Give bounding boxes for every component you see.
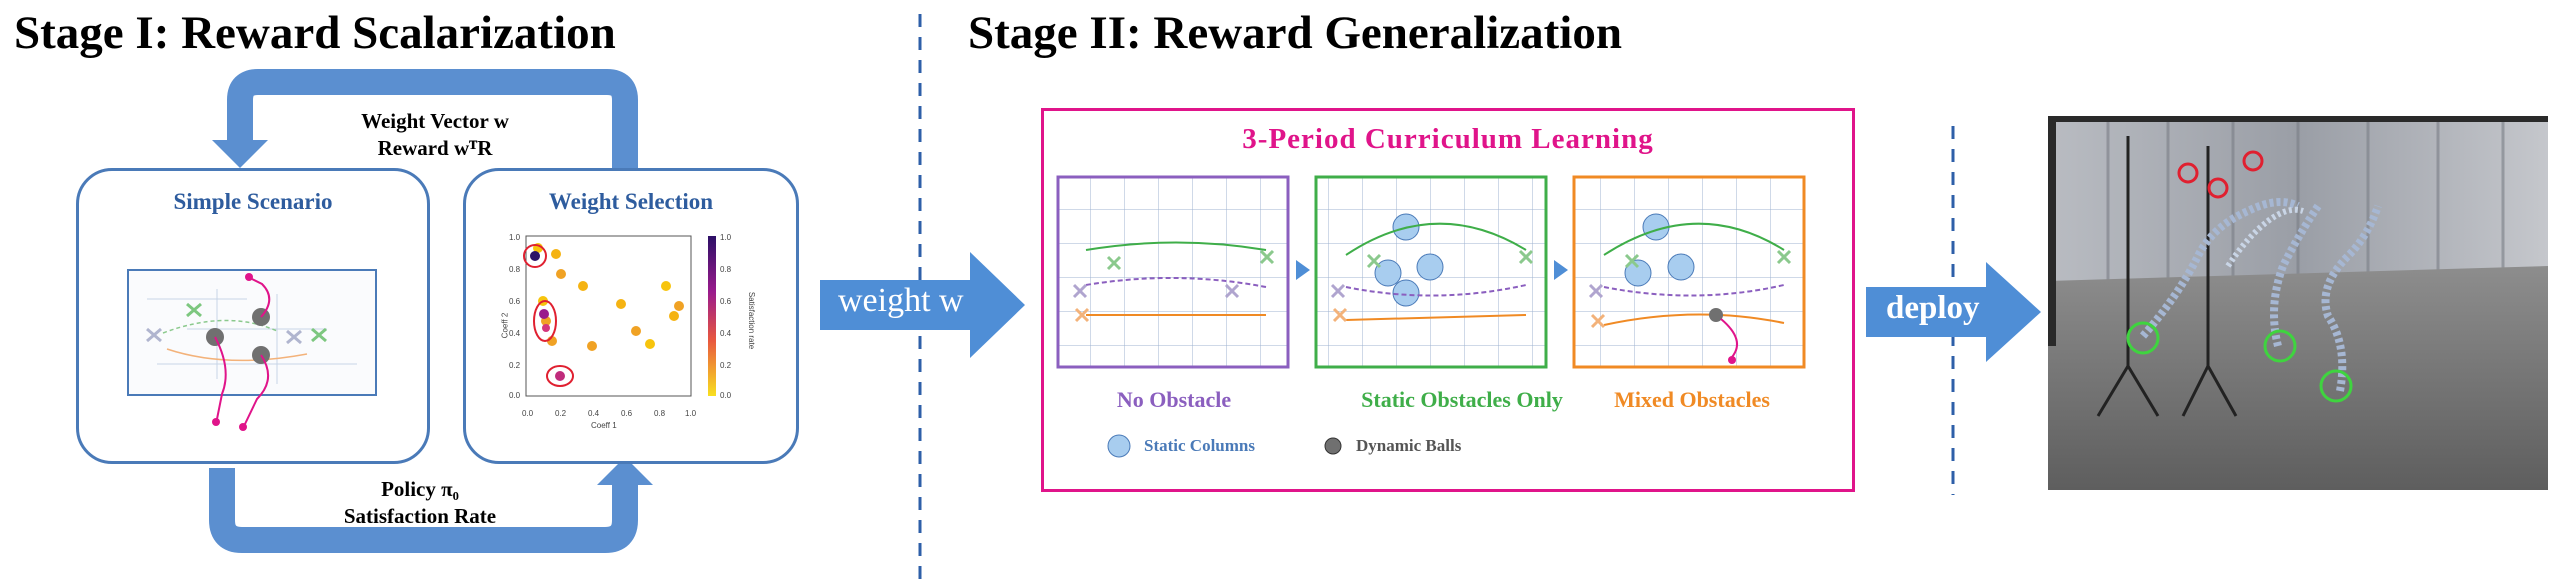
period2-label: Static Obstacles Only: [1361, 387, 1563, 412]
curriculum-title: 3-Period Curriculum Learning: [1242, 123, 1654, 155]
reward-label: Reward wᵀR: [377, 136, 493, 160]
policy-label: Policy π₀: [381, 477, 459, 501]
x-tick-2: 0.4: [588, 409, 600, 418]
y-tick-3: 0.6: [509, 297, 521, 306]
period1-grid: [1056, 175, 1290, 369]
y-tick-1: 0.2: [509, 361, 521, 370]
weight-arrow: [820, 252, 1025, 358]
bottom-loop-label: Policy π₀ Satisfaction Rate: [270, 476, 570, 530]
static-column-icon: [1107, 434, 1131, 458]
x-tick-1: 0.2: [555, 409, 567, 418]
weight-vector-label: Weight Vector w: [361, 109, 509, 133]
scatter-points: [533, 243, 684, 351]
curriculum-box: 3-Period Curriculum Learning: [1041, 108, 1855, 492]
simple-scenario-illustration: [127, 269, 377, 431]
feedback-loop-arrows: [209, 69, 653, 553]
simple-scenario-panel: Simple Scenario: [76, 168, 430, 464]
dynamic-ball-icon: [1324, 437, 1342, 455]
cbar-tick-5: 0.0: [720, 391, 732, 400]
satisfaction-label: Satisfaction Rate: [343, 504, 497, 528]
drone-icon-green: [186, 302, 202, 318]
y-tick-0: 0.0: [509, 391, 521, 400]
deploy-arrow-label: deploy: [1886, 290, 1980, 326]
stage2-title: Stage II: Reward Generalization: [968, 7, 1622, 59]
drone-trails: [2139, 198, 2382, 392]
cbar-tick-3: 0.4: [720, 329, 732, 338]
deploy-arrow: [1866, 262, 2041, 362]
stage1-title: Stage I: Reward Scalarization: [14, 7, 616, 59]
x-tick-4: 0.8: [654, 409, 666, 418]
top-loop-label: Weight Vector w Reward wᵀR: [285, 108, 585, 162]
period3-grid: [1572, 175, 1806, 369]
scatter-ylabel: Coeff 2: [500, 312, 510, 339]
weight-selection-panel: Weight Selection: [463, 168, 799, 464]
x-tick-3: 0.6: [621, 409, 633, 418]
cbar-tick-4: 0.2: [720, 361, 732, 370]
weight-scatter-plot: [523, 235, 716, 397]
simple-scenario-title: Simple Scenario: [173, 189, 333, 214]
cbar-tick-0: 1.0: [720, 233, 732, 242]
period1-label: No Obstacle: [1116, 387, 1232, 412]
weight-arrow-label: weight w: [838, 282, 964, 319]
y-tick-4: 0.8: [509, 265, 521, 274]
y-tick-2: 0.4: [509, 329, 521, 338]
x-tick-5: 1.0: [685, 409, 697, 418]
scatter-xlabel: Coeff 1: [591, 421, 617, 430]
period2-grid: [1314, 175, 1548, 369]
deployment-photo: [2048, 116, 2548, 490]
weight-selection-title: Weight Selection: [548, 189, 714, 214]
y-tick-5: 1.0: [509, 233, 521, 242]
legend-dynamic-label: Dynamic Balls: [1356, 436, 1462, 455]
legend-static-label: Static Columns: [1144, 436, 1255, 455]
colorbar: [708, 236, 716, 396]
period3-label: Mixed Obstacles: [1614, 387, 1770, 412]
curriculum-grids: [1056, 175, 1806, 369]
cbar-tick-1: 0.8: [720, 265, 732, 274]
colorbar-label: Satisfaction rate: [747, 291, 757, 350]
cbar-tick-2: 0.6: [720, 297, 732, 306]
x-tick-0: 0.0: [522, 409, 534, 418]
